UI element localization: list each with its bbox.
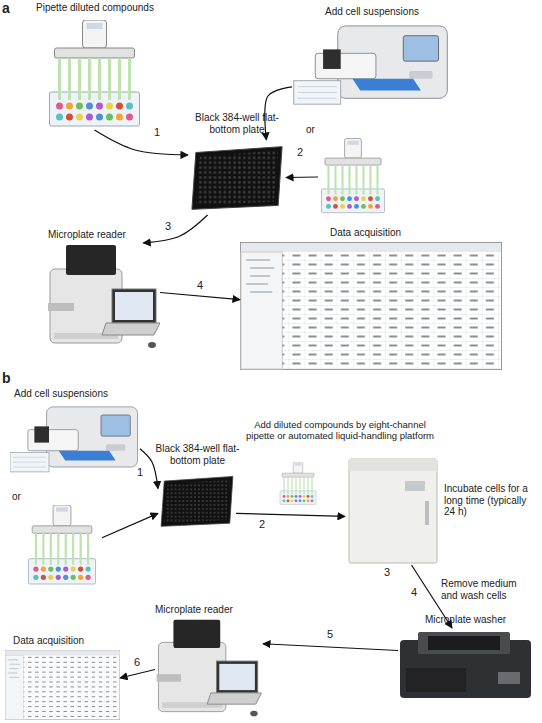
panel-letter: a <box>2 0 22 16</box>
flow-arrow <box>236 513 345 516</box>
step-number: 2 <box>259 519 265 530</box>
step-label: Microplate reader <box>48 229 178 241</box>
step-label: Microplate reader <box>155 604 275 616</box>
step-number: 4 <box>411 587 417 598</box>
annotation: Remove medium and wash cells <box>441 578 533 601</box>
dispenser-photo <box>294 26 448 104</box>
reader-photo <box>48 245 160 348</box>
step-label: Microplate washer <box>398 614 533 626</box>
step-number: 5 <box>327 629 333 640</box>
step-box: Data acquisition <box>240 242 502 370</box>
step-number: 1 <box>137 467 143 478</box>
step-label: Pipette diluted compounds <box>20 2 170 14</box>
step-box: Microplate reader <box>155 618 263 721</box>
flow-arrow <box>265 87 292 140</box>
step-number: 3 <box>165 221 171 232</box>
step-label: Incubate cells for a long time (typicall… <box>444 483 539 518</box>
step-box: or <box>318 138 388 216</box>
reader-photo <box>157 620 262 716</box>
annotation: 3 <box>384 566 404 579</box>
step-box: Microplate reader <box>48 243 160 353</box>
step-box: Microplate washer <box>398 628 533 703</box>
step-box: Black 384-well flat-bottom plate <box>188 140 286 215</box>
step-box: Pipette diluted compounds <box>42 20 147 130</box>
step-box: Add cell suspensions <box>10 402 140 480</box>
step-box: Add cell suspensions <box>292 22 452 112</box>
step-box: Data acquisition <box>5 650 120 720</box>
step-box: or <box>22 505 102 587</box>
step-box: Black 384-well flat-bottom plate <box>158 470 236 532</box>
step-number: 1 <box>154 127 160 138</box>
step-label: Data acquisition <box>13 635 123 647</box>
step-label: or <box>12 491 42 503</box>
flow-arrow <box>160 293 240 300</box>
plate-photo <box>161 476 233 526</box>
flow-arrow <box>102 513 158 537</box>
flow-arrow <box>286 176 318 178</box>
step-label: or <box>306 124 336 136</box>
dispenser-photo <box>10 407 138 472</box>
flow-arrow <box>263 644 398 651</box>
pipette-photo <box>280 462 316 504</box>
step-box: Add diluted compounds by eight-channel p… <box>275 462 321 506</box>
pipette-photo <box>322 139 385 213</box>
software-screenshot <box>5 650 120 719</box>
panel-letter: b <box>2 370 22 386</box>
flow-arrow <box>95 130 189 155</box>
pipette-photo <box>50 20 140 126</box>
software-screenshot <box>241 243 502 370</box>
step-label: Add cell suspensions <box>14 388 154 400</box>
flow-arrow <box>120 670 155 679</box>
incubator-photo <box>349 459 437 563</box>
step-number: 2 <box>297 147 303 158</box>
step-label: Data acquisition <box>330 227 440 239</box>
step-number: 6 <box>134 657 140 668</box>
step-label: Black 384-well flat-bottom plate <box>182 112 292 135</box>
plate-photo <box>192 147 282 210</box>
flow-arrow <box>143 215 207 243</box>
washer-photo <box>400 632 531 698</box>
step-box: Incubate cells for a long time (typicall… <box>345 457 440 565</box>
step-label: Black 384-well flat-bottom plate <box>150 443 245 466</box>
step-label: Add diluted compounds by eight-channel p… <box>240 420 440 442</box>
step-number: 4 <box>197 280 203 291</box>
pipette-photo <box>28 505 95 584</box>
step-label: Add cell suspensions <box>292 6 452 18</box>
